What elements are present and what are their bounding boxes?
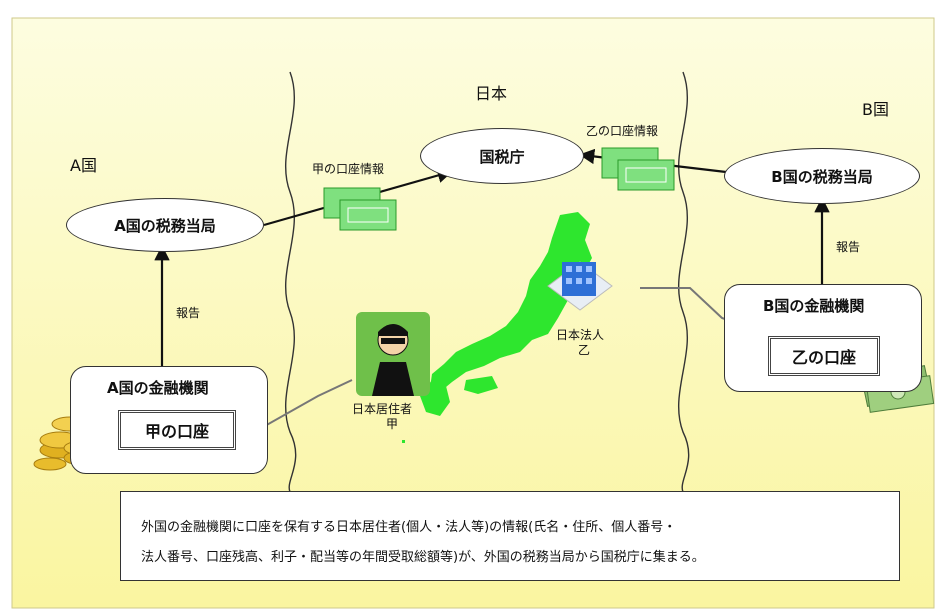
b-account-box: 乙の口座 (768, 336, 880, 376)
region-label-country-a: A国 (70, 156, 97, 175)
border-line-right (678, 71, 690, 493)
person-icon (356, 312, 430, 396)
building-icon (547, 261, 613, 311)
resident-label-line1: 日本居住者 (352, 402, 413, 416)
resident-label-line2: 甲 (386, 417, 399, 431)
note-line-2: 法人番号、口座残高、利子・配当等の年間受取総額等)が、外国の税務当局から国税庁に… (141, 550, 705, 565)
explanatory-note: 外国の金融機関に口座を保有する日本居住者(個人・法人等)の情報(氏名・住所、個人… (120, 491, 900, 581)
a-report-label: 報告 (176, 306, 201, 320)
b-report-label: 報告 (836, 240, 861, 254)
region-label-country-b: B国 (862, 100, 889, 119)
region-label-japan: 日本 (475, 84, 508, 103)
b-account-info-label: 乙の口座情報 (586, 124, 659, 138)
a-account-info-label: 甲の口座情報 (312, 162, 385, 176)
japan-map (430, 212, 592, 392)
a-financial-institution-title: A国の金融機関 (107, 379, 209, 397)
corp-label-line1: 日本法人 (556, 328, 605, 342)
a-account-box: 甲の口座 (118, 410, 236, 450)
account-info-paper-icon (601, 147, 675, 191)
b-tax-authority-node: B国の税務当局 (724, 148, 920, 204)
corp-label-line2: 乙 (578, 343, 591, 357)
a-tax-authority-node: A国の税務当局 (66, 198, 264, 252)
note-line-1: 外国の金融機関に口座を保有する日本居住者(個人・法人等)の情報(氏名・住所、個人… (141, 520, 677, 535)
b-financial-institution-title: B国の金融機関 (763, 297, 865, 315)
japan-map-shikoku (464, 376, 498, 394)
border-line-left (285, 71, 297, 493)
account-info-paper-icon (323, 187, 397, 231)
nta-node: 国税庁 (420, 128, 584, 184)
japan-map-okinawa (402, 440, 405, 443)
